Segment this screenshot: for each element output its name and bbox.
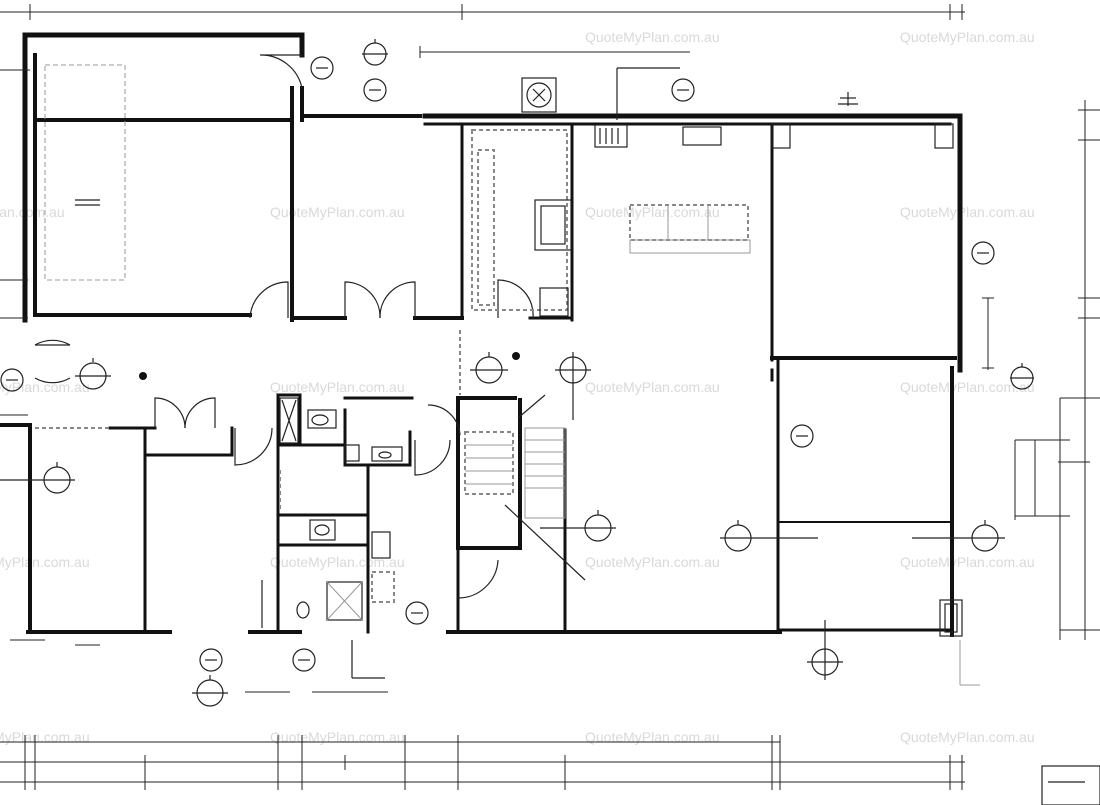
watermark-layer: QuoteMyPlan.com.au QuoteMyPlan.com.au Qu… xyxy=(0,29,1035,745)
power-point-symbol xyxy=(724,520,752,552)
light-symbol xyxy=(790,424,814,448)
watermark: QuoteMyPlan.com.au xyxy=(900,29,1035,45)
watermark: QuoteMyPlan.com.au xyxy=(0,729,90,745)
downlight-dot xyxy=(512,352,520,360)
power-point-symbol xyxy=(470,352,508,384)
watermark: QuoteMyPlan.com.au xyxy=(585,729,720,745)
electrical-symbols xyxy=(0,39,1034,707)
light-symbol xyxy=(0,368,24,392)
walls xyxy=(0,32,963,637)
watermark: QuoteMyPlan.com.au xyxy=(270,204,405,220)
power-point-symbol xyxy=(362,39,388,66)
tv-antenna-symbol xyxy=(838,92,858,106)
bottom-dimension-lines xyxy=(0,580,1100,805)
power-point-symbol xyxy=(1010,363,1034,390)
power-point-symbol xyxy=(192,675,228,707)
light-symbol xyxy=(292,648,316,672)
top-dimension-lines xyxy=(0,4,965,58)
left-dimension-lines xyxy=(0,69,100,646)
light-symbol xyxy=(405,601,429,625)
doors xyxy=(34,54,546,599)
watermark: QuoteMyPlan.com.au xyxy=(900,379,1035,395)
power-point-symbol xyxy=(555,352,591,420)
watermark: QuoteMyPlan.com.au xyxy=(270,554,405,570)
light-symbol xyxy=(310,56,334,80)
watermark: QuoteMyPlan.com.au xyxy=(585,29,720,45)
power-point-symbol xyxy=(807,648,843,676)
light-symbol xyxy=(363,78,387,102)
watermark: QuoteMyPlan.com.au xyxy=(900,204,1035,220)
watermark: QuoteMyPlan.com.au xyxy=(585,379,720,395)
downlight-dot xyxy=(139,372,147,380)
light-symbol xyxy=(971,241,995,265)
watermark: QuoteMyPlan.com.au xyxy=(0,554,90,570)
watermark: QuoteMyPlan.com.au xyxy=(585,204,720,220)
fixtures xyxy=(35,64,1005,686)
power-point-symbol xyxy=(540,510,616,542)
power-point-symbol xyxy=(0,462,75,494)
power-point-symbol xyxy=(75,358,111,390)
watermark: QuoteMyPlan.com.au xyxy=(585,554,720,570)
power-point-symbol xyxy=(971,520,999,552)
watermark: QuoteMyPlan.com.au xyxy=(270,729,405,745)
watermark: QuoteMyPlan.com.au xyxy=(0,204,65,220)
light-symbol xyxy=(199,648,223,672)
watermark: QuoteMyPlan.com.au xyxy=(270,379,405,395)
watermark: QuoteMyPlan.com.au xyxy=(900,554,1035,570)
watermark: QuoteMyPlan.com.au xyxy=(900,729,1035,745)
right-dimension-lines xyxy=(982,100,1100,640)
light-symbol xyxy=(671,78,695,102)
